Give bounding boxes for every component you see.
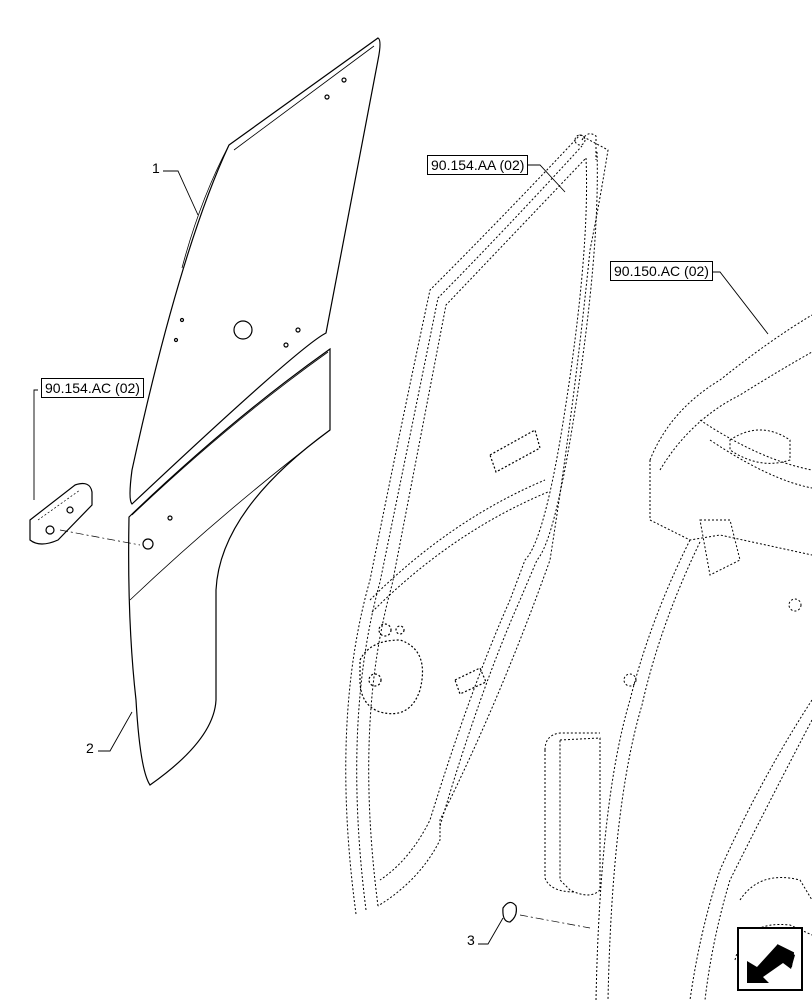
callout-item-3: 3	[467, 932, 475, 948]
door-frame	[345, 133, 609, 915]
reference-label-90-150-ac[interactable]: 90.150.AC (02)	[610, 261, 713, 281]
reference-label-90-154-ac[interactable]: 90.154.AC (02)	[41, 378, 144, 398]
reference-label-90-154-aa[interactable]: 90.154.AA (02)	[427, 155, 529, 175]
upper-glass-panel	[129, 37, 381, 505]
door-handle	[359, 623, 424, 715]
hinge-part	[29, 482, 93, 545]
frame-latch	[454, 429, 541, 695]
cab-structure	[544, 314, 812, 1000]
callout-item-2: 2	[86, 740, 94, 756]
callout-item-1: 1	[152, 160, 160, 176]
leader-lines	[33, 164, 769, 945]
arrow-left-down-icon[interactable]	[737, 927, 803, 991]
lower-glass-panel	[128, 347, 331, 786]
plug-part	[502, 901, 517, 923]
alignment-lines	[59, 529, 591, 929]
